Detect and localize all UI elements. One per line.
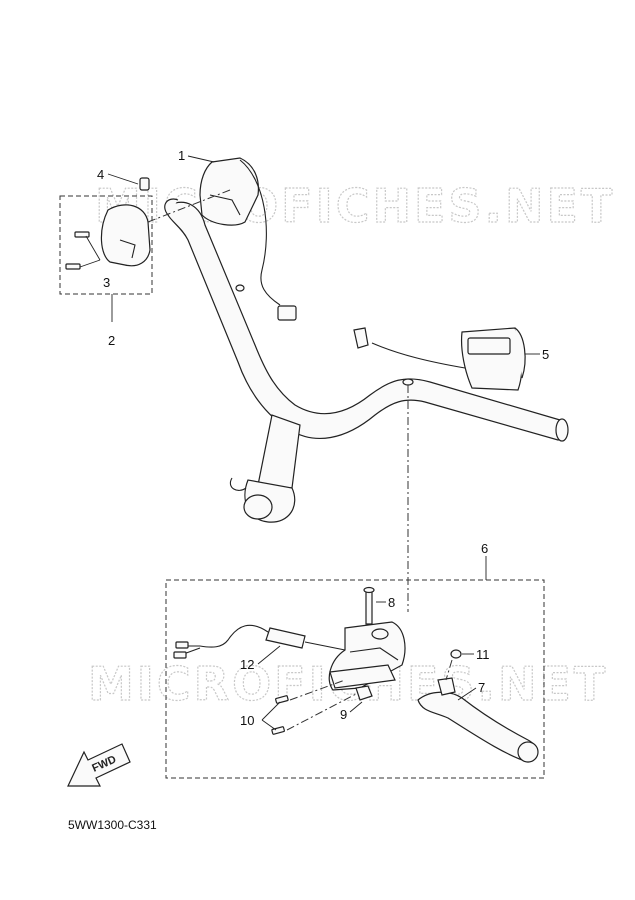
right-switch-housing xyxy=(353,327,540,391)
callout-1: 1 xyxy=(178,148,185,163)
callout-8: 8 xyxy=(388,595,395,610)
callout-10: 10 xyxy=(240,713,254,728)
callout-4: 4 xyxy=(97,167,104,182)
handlebar xyxy=(164,198,569,523)
callout-9: 9 xyxy=(340,707,347,722)
part-2-group xyxy=(59,189,231,322)
callout-6: 6 xyxy=(481,541,488,556)
callout-5: 5 xyxy=(542,347,549,362)
part-6-assembly xyxy=(165,556,545,779)
callouts: 1 2 3 4 5 6 7 8 9 10 11 12 xyxy=(97,148,549,728)
callout-3: 3 xyxy=(103,275,110,290)
diagram-code: 5WW1300-C331 xyxy=(68,818,157,832)
callout-7: 7 xyxy=(478,680,485,695)
left-switch-housing xyxy=(199,157,297,321)
fwd-arrow-icon: FWD xyxy=(67,743,131,787)
screw-part-4 xyxy=(107,173,150,191)
callout-12: 12 xyxy=(240,657,254,672)
callout-11: 11 xyxy=(476,647,490,662)
callout-2: 2 xyxy=(108,333,115,348)
